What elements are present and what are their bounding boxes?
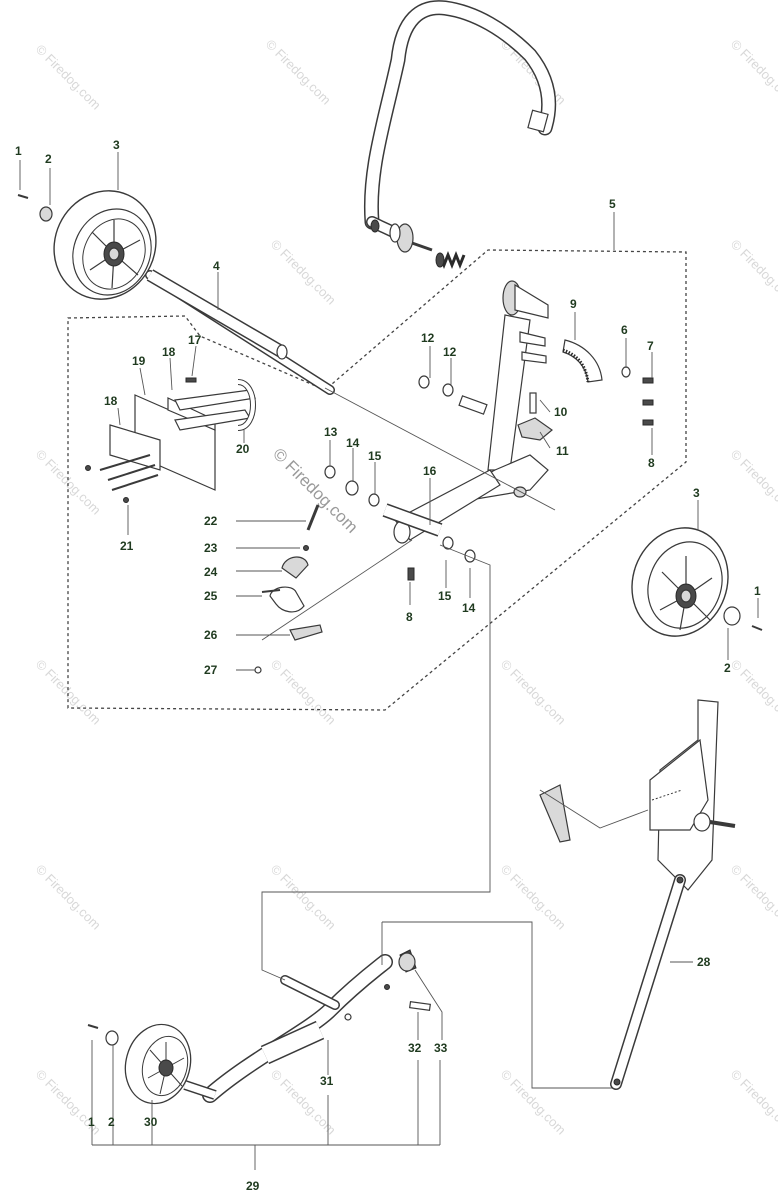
watermark-text: © Firedog.com xyxy=(728,237,778,308)
callout-label: 6 xyxy=(621,323,628,337)
callout-label: 31 xyxy=(320,1074,334,1088)
callout-label: 8 xyxy=(648,456,655,470)
callout-label: 18 xyxy=(162,345,176,359)
cross-tube xyxy=(382,469,501,544)
callout-label: 4 xyxy=(213,259,220,273)
bracket-plate-detail xyxy=(539,699,736,891)
latch-parts xyxy=(254,504,323,674)
callout-label: 17 xyxy=(188,333,202,347)
callout-label: 1 xyxy=(15,144,22,158)
watermark-text: © Firedog.com xyxy=(728,37,778,108)
callout-label: 2 xyxy=(108,1115,115,1129)
axle xyxy=(145,269,556,511)
rod-28 xyxy=(610,874,686,1090)
callout-label: 26 xyxy=(204,628,218,642)
watermark-text: © Firedog.com xyxy=(33,447,104,518)
callout-label: 9 xyxy=(570,297,577,311)
callout-label: 1 xyxy=(88,1115,95,1129)
callout-label: 33 xyxy=(434,1041,448,1055)
handle-bearing xyxy=(370,219,433,253)
callout-label: 23 xyxy=(204,541,218,555)
leader-lines xyxy=(19,152,759,1170)
callout-label: 15 xyxy=(438,589,452,603)
watermark-text: © Firedog.com xyxy=(263,37,334,108)
wheel-small xyxy=(87,1023,192,1105)
callout-label: 2 xyxy=(45,152,52,166)
watermark-text: © Firedog.com xyxy=(268,657,339,728)
callout-label: 5 xyxy=(609,197,616,211)
callout-label: 20 xyxy=(236,442,250,456)
callout-label: 25 xyxy=(204,589,218,603)
frame-column xyxy=(456,280,549,501)
wheel-right xyxy=(631,527,763,637)
callout-label: 14 xyxy=(462,601,476,615)
watermark-text: © Firedog.com xyxy=(728,1067,778,1138)
callout-label: 22 xyxy=(204,514,218,528)
wheel-left xyxy=(17,190,157,300)
callout-label: 12 xyxy=(421,331,435,345)
callout-label: 19 xyxy=(132,354,146,368)
watermark-text: © Firedog.com xyxy=(33,862,104,933)
watermark-text: © Firedog.com xyxy=(728,657,778,728)
callout-label: 2 xyxy=(724,661,731,675)
spring xyxy=(435,250,466,270)
callout-label: 13 xyxy=(324,425,338,439)
callout-label: 28 xyxy=(697,955,711,969)
watermark-text: © Firedog.com xyxy=(498,657,569,728)
watermark-text: © Firedog.com xyxy=(498,1067,569,1138)
watermark-text: © Firedog.com xyxy=(728,447,778,518)
callout-label: 30 xyxy=(144,1115,158,1129)
callout-label: 12 xyxy=(443,345,457,359)
callout-labels: 1 2 3 4 5 6 7 8 8 9 10 11 12 12 13 14 14… xyxy=(15,138,761,1193)
callout-label: 27 xyxy=(204,663,218,677)
watermark-text: © Firedog.com xyxy=(268,862,339,933)
callout-label: 18 xyxy=(104,394,118,408)
assembly-group-outline xyxy=(67,249,687,711)
lower-axle xyxy=(183,949,431,1103)
callout-label: 29 xyxy=(246,1179,260,1193)
callout-label: 10 xyxy=(554,405,568,419)
gear-segment xyxy=(562,339,603,383)
watermark-text: © Firedog.com xyxy=(728,862,778,933)
knob xyxy=(517,392,553,441)
callout-label: 14 xyxy=(346,436,360,450)
callout-label: 15 xyxy=(368,449,382,463)
callout-label: 16 xyxy=(423,464,437,478)
callout-label: 8 xyxy=(406,610,413,624)
watermark-text: © Firedog.com xyxy=(33,42,104,113)
watermark-text: © Firedog.com xyxy=(268,237,339,308)
handle-bar xyxy=(363,0,557,241)
callout-label: 24 xyxy=(204,565,218,579)
callout-label: 3 xyxy=(113,138,120,152)
callout-label: 1 xyxy=(754,584,761,598)
callout-label: 7 xyxy=(647,339,654,353)
fasteners xyxy=(324,366,654,581)
bracket-assembly xyxy=(85,377,256,503)
watermark-text: © Firedog.com xyxy=(33,657,104,728)
callout-label: 32 xyxy=(408,1041,422,1055)
callout-label: 11 xyxy=(556,444,569,458)
callout-label: 3 xyxy=(693,486,700,500)
callout-label: 21 xyxy=(120,539,134,553)
